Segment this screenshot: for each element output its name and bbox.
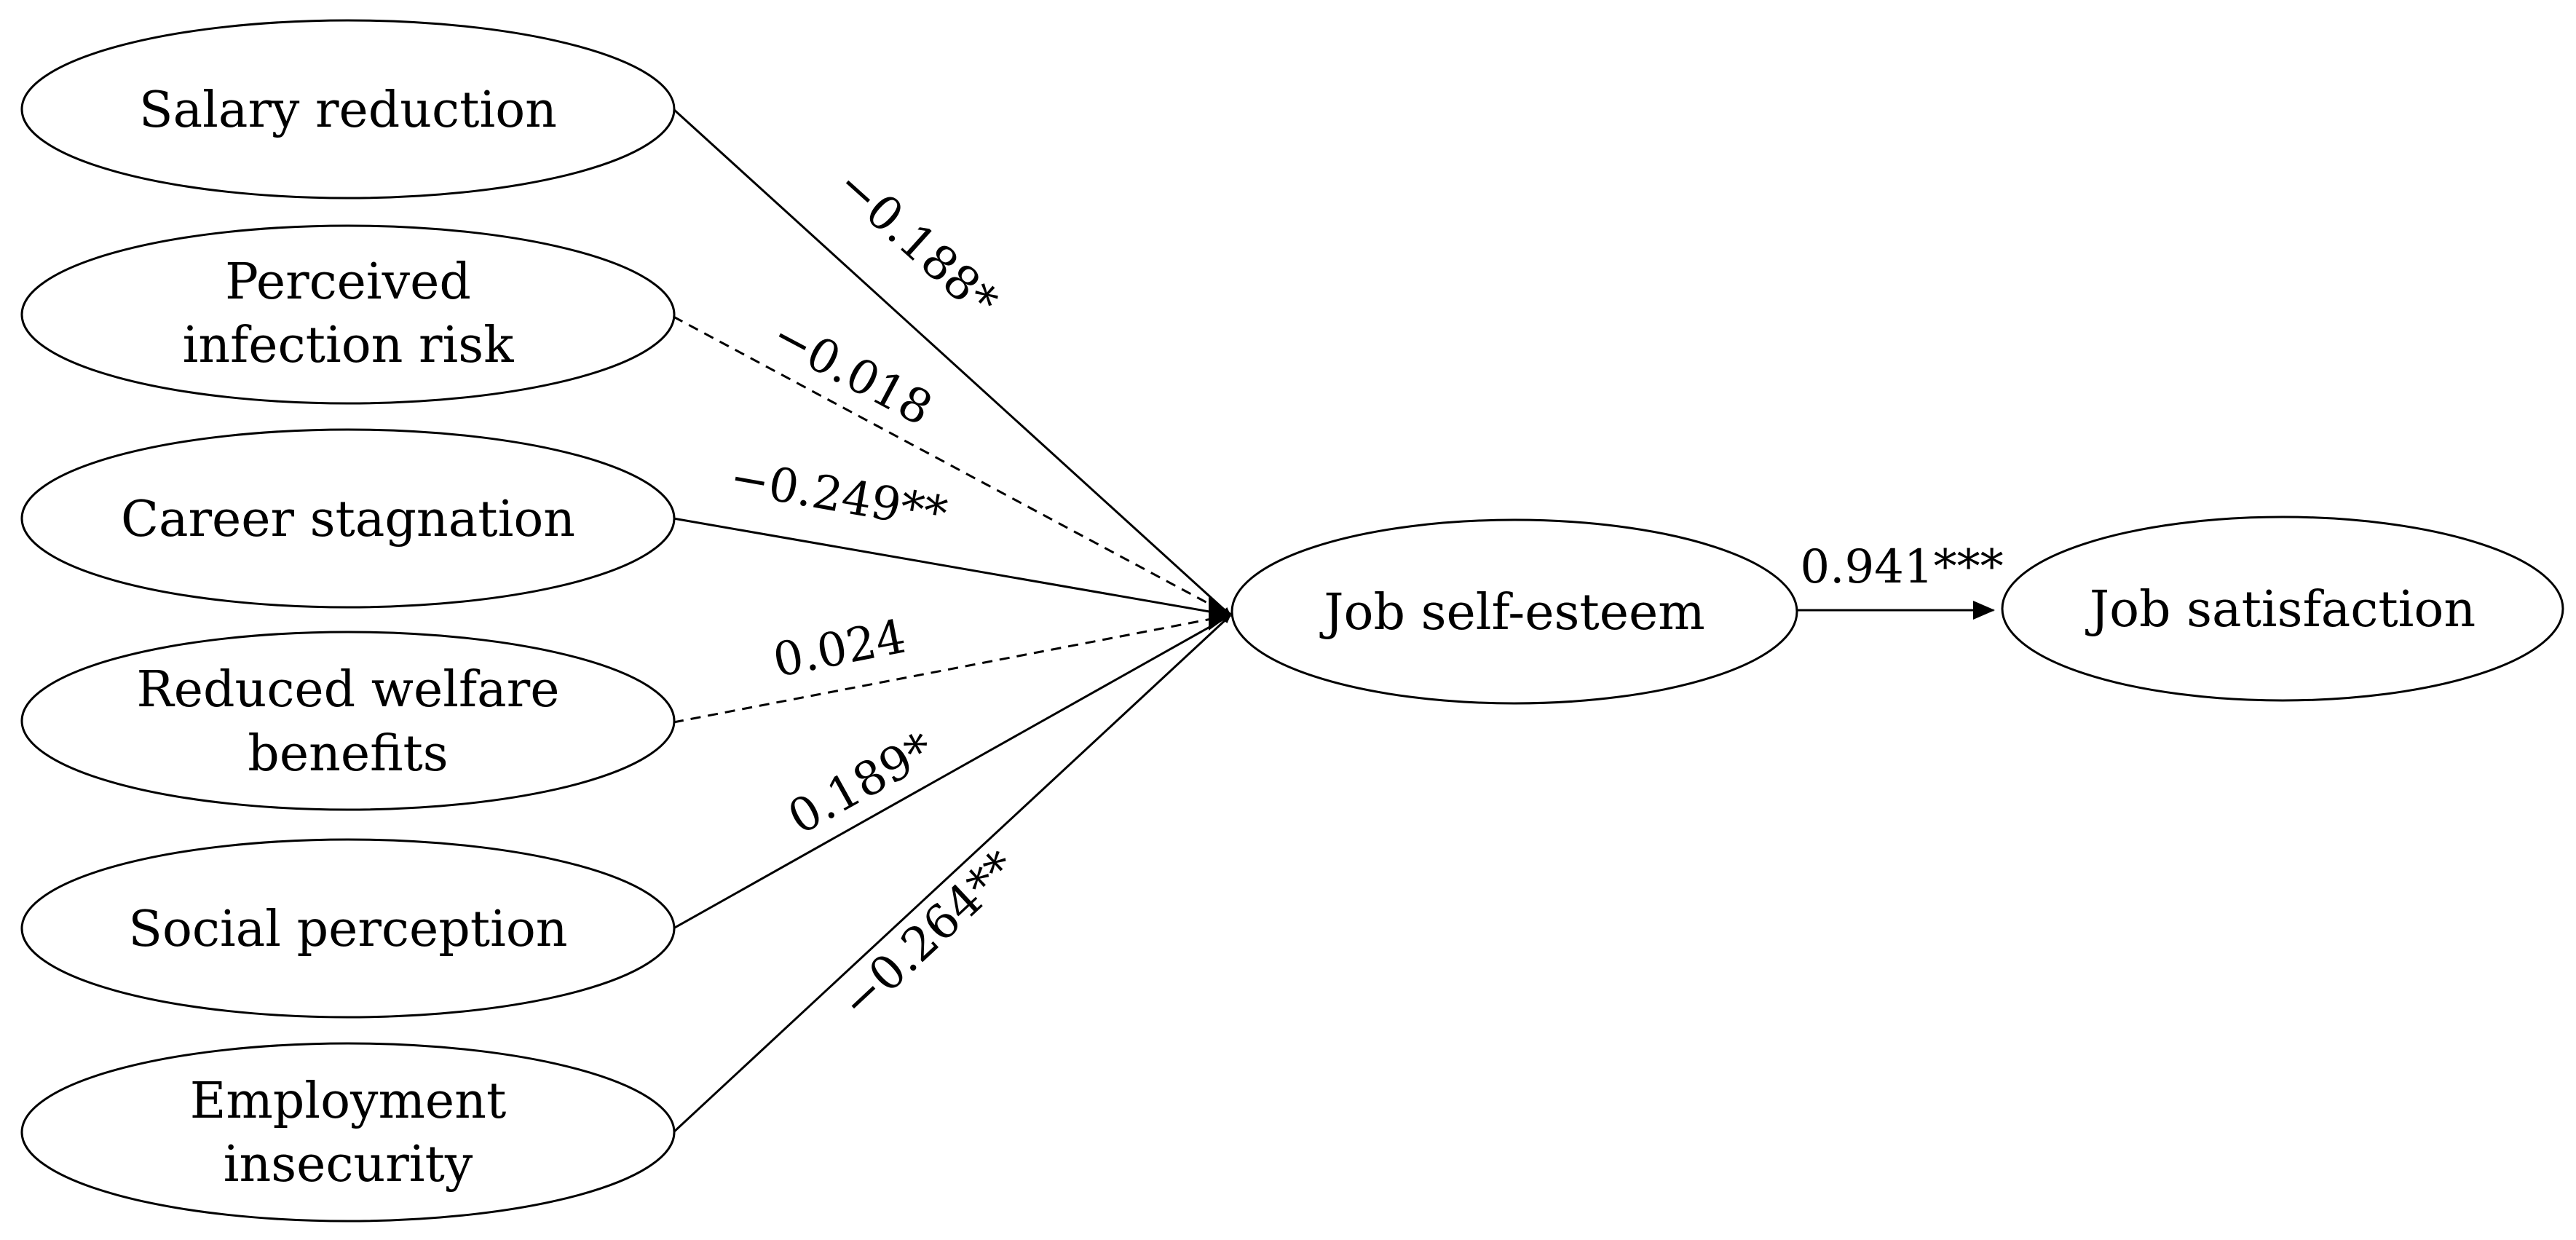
node-label-career-stagnation: Career stagnation (121, 491, 575, 548)
edge-employment-to-self-esteem (672, 614, 1232, 1134)
edge-infection-to-self-esteem (673, 315, 1231, 617)
node-label-insecurity: insecurity (224, 1136, 473, 1193)
node-label-infection-risk: infection risk (183, 317, 515, 374)
edge-welfare-to-self-esteem (673, 613, 1231, 724)
node-label-job-self-esteem: Job self-esteem (1319, 584, 1704, 641)
edge-salary-to-self-esteem (672, 108, 1232, 617)
node-label-reduced-welfare: Reduced welfare (137, 661, 560, 719)
node-label-salary-reduction: Salary reduction (139, 82, 557, 139)
node-career-stagnation: Career stagnation (20, 428, 676, 609)
node-job-satisfaction: Job satisfaction (2001, 516, 2564, 702)
coef-social-to-self-esteem: 0.189* (780, 722, 943, 845)
node-label-employment: Employment (190, 1073, 507, 1130)
node-job-self-esteem: Job self-esteem (1230, 518, 1798, 705)
convergence-arrowhead (1209, 597, 1232, 631)
node-label-perceived: Perceived (225, 253, 471, 311)
coef-salary-to-self-esteem: −0.188* (826, 158, 1007, 329)
edge-social-to-self-esteem (673, 614, 1231, 930)
node-employment-insecurity: Employment insecurity (20, 1042, 676, 1223)
node-label-job-satisfaction: Job satisfaction (2085, 581, 2476, 639)
coef-employment-to-self-esteem: −0.264** (830, 841, 1027, 1030)
node-social-perception: Social perception (20, 838, 676, 1019)
node-reduced-welfare-benefits: Reduced welfare benefits (20, 631, 676, 811)
coef-welfare-to-self-esteem: 0.024 (769, 610, 910, 689)
node-label-benefits: benefits (248, 725, 448, 783)
node-salary-reduction: Salary reduction (20, 19, 676, 200)
node-perceived-infection-risk: Perceived infection risk (20, 224, 676, 405)
edge-career-to-self-esteem (673, 517, 1231, 618)
node-label-social-perception: Social perception (128, 901, 567, 958)
coef-self-esteem-to-satisfaction: 0.941*** (1800, 540, 2003, 594)
edges (672, 108, 1995, 1134)
nodes: Salary reduction Perceived infection ris… (20, 19, 2564, 1223)
coef-career-to-self-esteem: −0.249** (726, 451, 951, 542)
